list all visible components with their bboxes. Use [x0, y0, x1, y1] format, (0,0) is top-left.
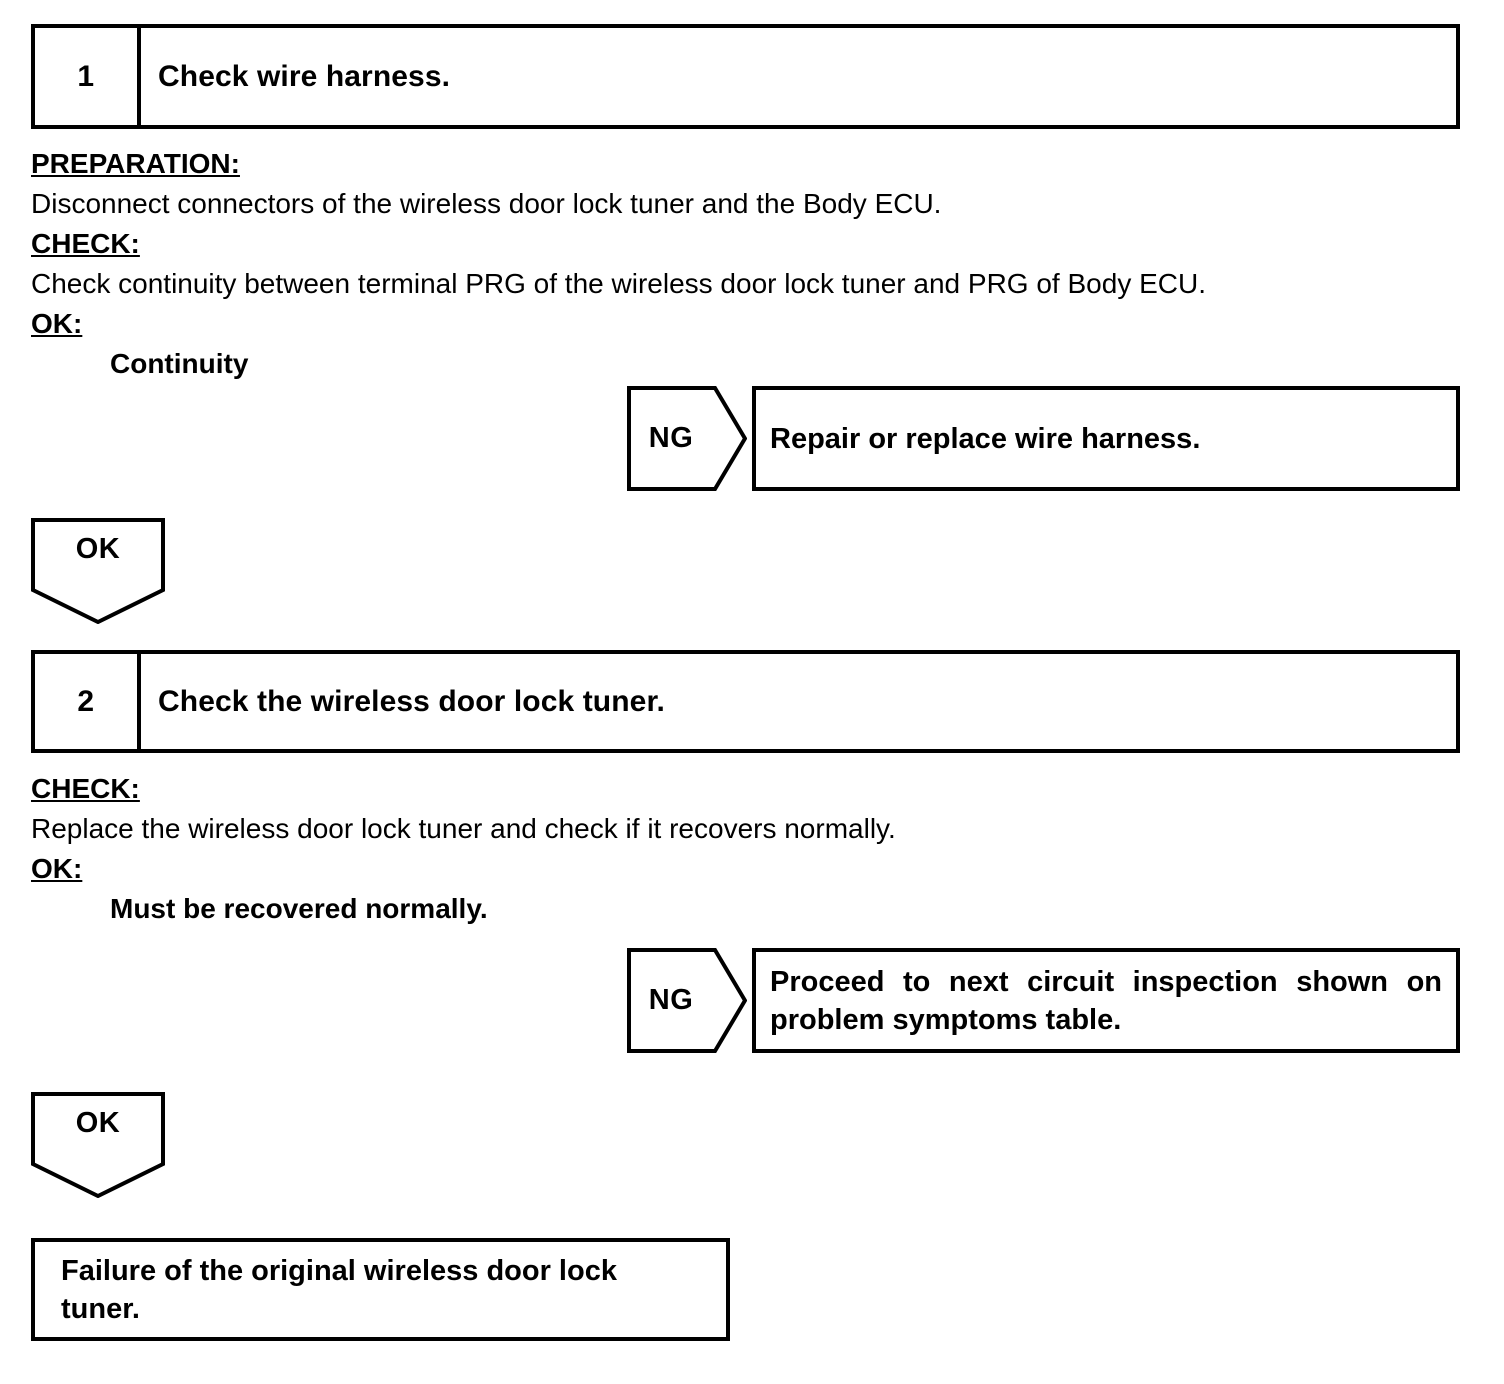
step-1-check-heading: CHECK: — [31, 228, 140, 259]
step-2-check-heading: CHECK: — [31, 773, 140, 804]
step-1-ng-result-text: Repair or replace wire harness. — [770, 422, 1201, 455]
step-1-header-box: 1 Check wire harness. — [31, 24, 1460, 129]
step-1-preparation-heading: PREPARATION: — [31, 148, 240, 179]
step-1-number: 1 — [35, 28, 141, 125]
step-2-ok-arrow: OK — [31, 1092, 165, 1198]
step-2-ok-label: OK — [75, 1106, 121, 1139]
step-1-ng-result-box: Repair or replace wire harness. — [752, 386, 1460, 491]
step-2-text-block: CHECK: Replace the wireless door lock tu… — [31, 769, 896, 929]
step-2-ok-heading: OK: — [31, 853, 83, 884]
step-2-ng-result-box: Proceed to next circuit inspection shown… — [752, 948, 1460, 1053]
conclusion-box: Failure of the original wireless door lo… — [31, 1238, 730, 1341]
step-2-ng-result-text: Proceed to next circuit inspection shown… — [770, 965, 1442, 1036]
step-1-ok-heading: OK: — [31, 308, 83, 339]
step-2-header-box: 2 Check the wireless door lock tuner. — [31, 650, 1460, 753]
step-2-check-body: Replace the wireless door lock tuner and… — [31, 813, 896, 844]
step-1-title: Check wire harness. — [158, 59, 451, 93]
step-2-ok-spec: Must be recovered normally. — [110, 893, 488, 924]
step-1-check-body: Check continuity between terminal PRG of… — [31, 268, 1206, 299]
ng-arrow-shape — [627, 948, 747, 1053]
step-1-text-block: PREPARATION: Disconnect connectors of th… — [31, 144, 1206, 384]
step-1-ng-arrow: NG — [627, 386, 747, 491]
step-1-preparation-body: Disconnect connectors of the wireless do… — [31, 188, 942, 219]
step-1-ok-spec: Continuity — [110, 348, 249, 379]
step-2-number: 2 — [35, 654, 141, 749]
ok-arrow-shape — [31, 1092, 165, 1198]
ok-arrow-shape — [31, 518, 165, 624]
step-1-ok-label: OK — [75, 532, 121, 565]
step-1-ng-label: NG — [648, 422, 694, 454]
step-1-ok-arrow: OK — [31, 518, 165, 624]
conclusion-text: Failure of the original wireless door lo… — [61, 1254, 617, 1325]
step-2-title: Check the wireless door lock tuner. — [158, 684, 665, 718]
ng-arrow-shape — [627, 386, 747, 491]
step-2-ng-arrow: NG — [627, 948, 747, 1053]
step-2-ng-label: NG — [648, 984, 694, 1016]
